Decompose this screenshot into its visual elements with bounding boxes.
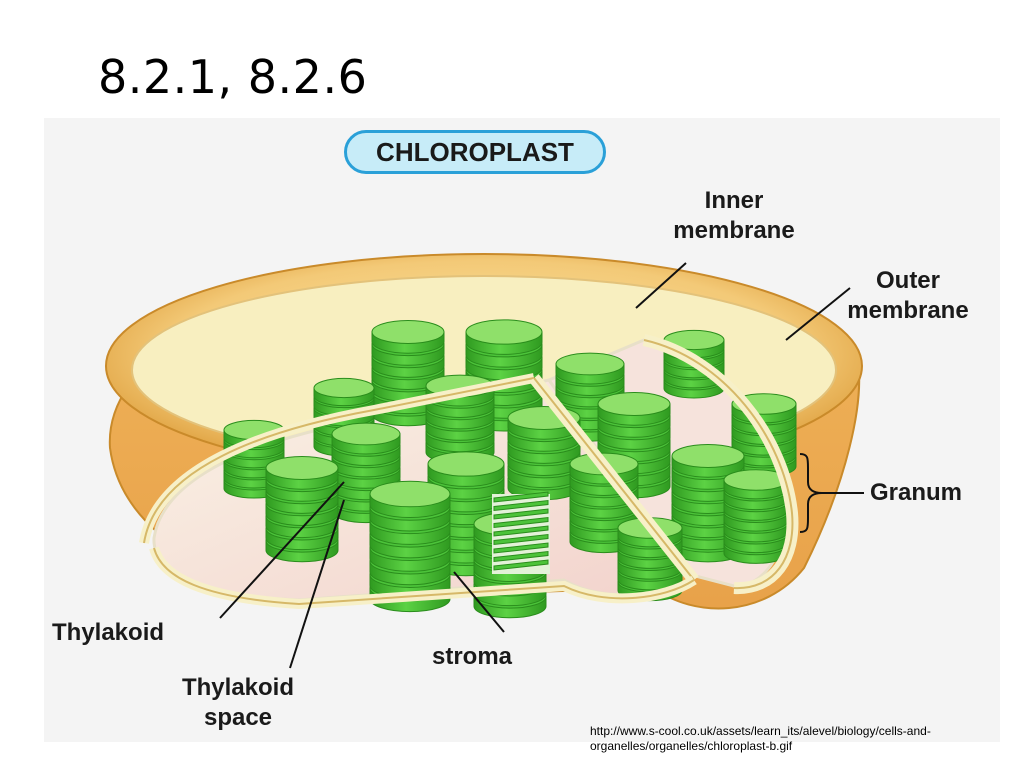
chloroplast-diagram [105, 253, 864, 669]
thylakoid-disc-top [371, 319, 445, 345]
stroma-leader [453, 571, 505, 633]
thylakoid-disc-top [265, 455, 339, 481]
slide-title: 8.2.1, 8.2.6 [98, 50, 368, 104]
thylakoid-disc-top [369, 480, 451, 508]
thylakoid-cutaway [492, 491, 550, 574]
thylakoid-disc-top [427, 451, 505, 477]
outer-membrane-leader [785, 287, 851, 341]
chloroplast-figure: CHLOROPLAST Inner membrane Outer membran… [44, 118, 1000, 742]
inner-membrane-leader [635, 262, 687, 309]
thylakoid-space-leader [289, 499, 345, 669]
granum-stack [723, 469, 789, 564]
inner-membrane-label: Inner membrane [673, 187, 795, 244]
leader-lines [219, 262, 864, 669]
banner-text: CHLOROPLAST [376, 136, 574, 167]
thylakoid-disc-top [465, 319, 543, 345]
cutaway-thylakoid-disc [493, 533, 549, 546]
thylakoid-leader [219, 481, 345, 619]
granum-stack [671, 443, 745, 563]
stroma-label: stroma [432, 643, 513, 670]
cutaway-thylakoid-disc [493, 508, 549, 520]
grana-layer [223, 319, 797, 619]
thylakoid-space-label: Thylakoid space [181, 674, 295, 731]
thylakoid-disc-top [555, 352, 625, 376]
inner-membrane-rim [139, 334, 799, 610]
thylakoid-label: Thylakoid [52, 619, 165, 646]
outer-membrane-label: Outer membrane [847, 267, 969, 324]
granum-stack [265, 455, 339, 563]
cutaway-thylakoid-disc [493, 499, 549, 512]
thylakoid-disc-top [597, 391, 671, 417]
thylakoid-disc-top [331, 422, 401, 446]
image-source-credit: http://www.s-cool.co.uk/assets/learn_its… [590, 724, 931, 753]
cutaway-thylakoid-disc [493, 516, 549, 529]
thylakoid-disc-top [313, 377, 375, 399]
cutaway-thylakoid-disc [493, 550, 549, 563]
cutaway-thylakoid-disc [493, 559, 549, 571]
cutaway-thylakoid-disc [493, 491, 549, 503]
thylakoid-disc-top [671, 443, 745, 469]
granum-stack [731, 393, 797, 478]
cutaway-thylakoid-disc [493, 542, 549, 554]
granum-label: Granum [870, 479, 963, 506]
cutaway-thylakoid-disc [493, 525, 549, 537]
chloroplast-banner: CHLOROPLAST [344, 130, 606, 174]
